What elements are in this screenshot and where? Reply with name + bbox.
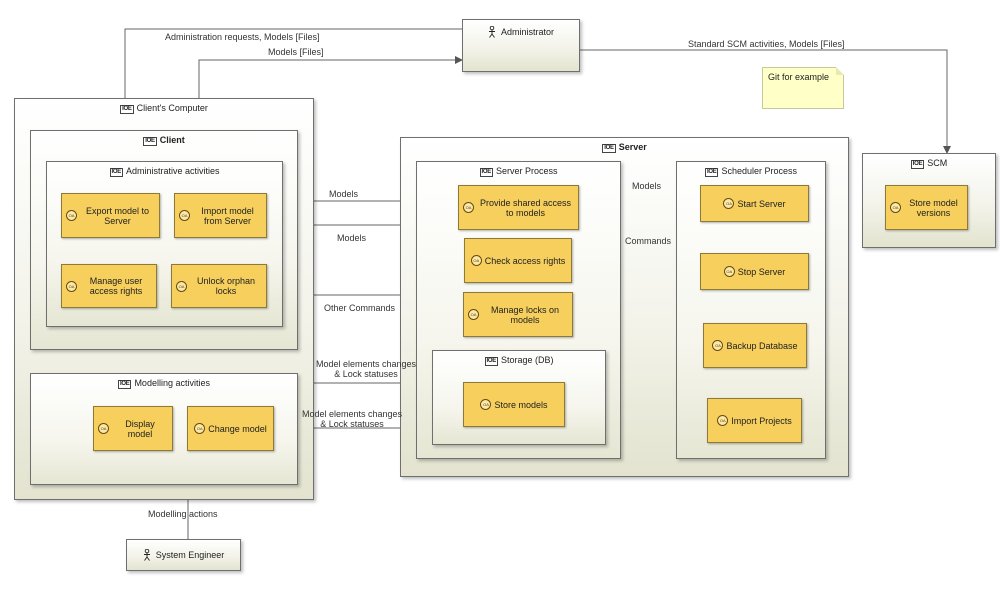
action-label: Store model versions — [909, 197, 958, 218]
action-store-versions[interactable]: OA Store model versions — [885, 185, 968, 230]
flow-label-models-files: Models [Files] — [268, 47, 324, 57]
stereotype-icon: IOE — [602, 144, 616, 153]
flow-label-mec-out-line2: & Lock statuses — [320, 419, 384, 429]
flow-label-mec-in-line2: & Lock statuses — [334, 369, 398, 379]
admin-activities-title: Administrative activities — [125, 166, 220, 176]
action-icon: OA — [717, 415, 729, 426]
flow-label-mec-out-line1: Model elements changes — [301, 409, 403, 419]
flow-label-standard-scm: Standard SCM activities, Models [Files] — [688, 39, 845, 49]
action-label: Check access rights — [484, 255, 566, 266]
action-label: Import model from Server — [201, 205, 254, 226]
flow-label-mec-in: Model elements changes & Lock statuses — [308, 359, 424, 379]
flow-label-mec-in-line1: Model elements changes — [315, 359, 417, 369]
flow-admin-requests — [121, 28, 462, 131]
stereotype-icon: IOE — [705, 168, 719, 177]
git-note-text: Git for example — [768, 72, 830, 82]
action-icon: OA — [66, 210, 77, 221]
scm-title: SCM — [927, 158, 948, 168]
action-label: Display model — [125, 418, 155, 439]
action-manage-locks[interactable]: OA Manage locks on models — [463, 292, 573, 337]
flow-label-commands-sched: Commands — [625, 236, 672, 246]
modelling-activities-title: Modelling activities — [134, 378, 210, 388]
action-icon: OA — [463, 202, 474, 213]
administrator-actor: Administrator — [462, 19, 580, 72]
action-unlock-orphan[interactable]: OA Unlock orphan locks — [171, 264, 267, 308]
action-icon: OA — [470, 255, 482, 266]
administrator-label: Administrator — [500, 27, 554, 37]
flow-standard-scm — [580, 49, 951, 154]
server-title: Server — [618, 142, 647, 152]
flow-label-models-out: Models — [337, 233, 367, 243]
action-label: Manage user access rights — [89, 276, 143, 296]
action-label: Backup Database — [726, 340, 798, 351]
git-note: Git for example — [762, 67, 844, 109]
stereotype-icon: IOE — [479, 168, 493, 177]
action-icon: OA — [66, 280, 77, 292]
action-import-model[interactable]: OA Import model from Server — [174, 193, 267, 238]
action-icon: OA — [98, 423, 109, 434]
system-engineer-label: System Engineer — [155, 550, 225, 560]
action-label: Change model — [208, 423, 267, 434]
action-label: Unlock orphan locks — [196, 276, 256, 296]
server-process-title: Server Process — [495, 166, 558, 176]
action-label: Stop Server — [737, 266, 786, 277]
storage-title: Storage (DB) — [500, 355, 554, 365]
action-icon: OA — [890, 202, 901, 213]
action-icon: OA — [179, 210, 190, 221]
flow-label-models-sched: Models — [632, 181, 662, 191]
clients-computer-title: Client's Computer — [136, 103, 208, 113]
action-icon: OA — [194, 423, 206, 434]
flow-label-admin-requests: Administration requests, Models [Files] — [165, 32, 320, 42]
stereotype-icon: IOE — [118, 380, 132, 389]
action-label: Export model to Server — [85, 205, 150, 226]
action-icon: OA — [176, 280, 187, 292]
stereotype-icon: IOE — [120, 105, 134, 114]
action-export-model[interactable]: OA Export model to Server — [61, 193, 160, 238]
action-provide-shared[interactable]: OA Provide shared access to models — [458, 185, 579, 230]
system-engineer-actor: System Engineer — [126, 539, 241, 571]
action-label: Start Server — [737, 198, 786, 209]
actor-icon — [488, 26, 495, 38]
actor-icon — [143, 549, 150, 561]
stereotype-icon: IOE — [109, 168, 123, 177]
action-label: Store models — [494, 399, 548, 410]
action-label: Import Projects — [731, 415, 792, 426]
flow-label-modelling-actions: Modelling actions — [148, 509, 218, 519]
stereotype-icon: IOE — [910, 160, 925, 169]
flow-label-models-in: Models — [329, 189, 359, 199]
action-icon: OA — [468, 309, 479, 320]
action-label: Manage locks on models — [490, 304, 560, 325]
action-icon: OA — [723, 266, 735, 277]
action-label: Provide shared access to models — [479, 197, 572, 218]
action-icon: OA — [712, 340, 724, 351]
stereotype-icon: IOE — [143, 137, 157, 146]
flow-label-other-commands: Other Commands — [324, 303, 396, 313]
scheduler-process-title: Scheduler Process — [721, 166, 797, 176]
action-manage-user[interactable]: OA Manage user access rights — [61, 264, 157, 308]
stereotype-icon: IOE — [484, 357, 498, 366]
action-icon: OA — [480, 399, 492, 410]
flow-label-mec-out: Model elements changes & Lock statuses — [294, 409, 410, 429]
action-display-model[interactable]: OA Display model — [93, 406, 173, 451]
action-icon: OA — [723, 198, 735, 209]
client-title: Client — [159, 135, 185, 145]
